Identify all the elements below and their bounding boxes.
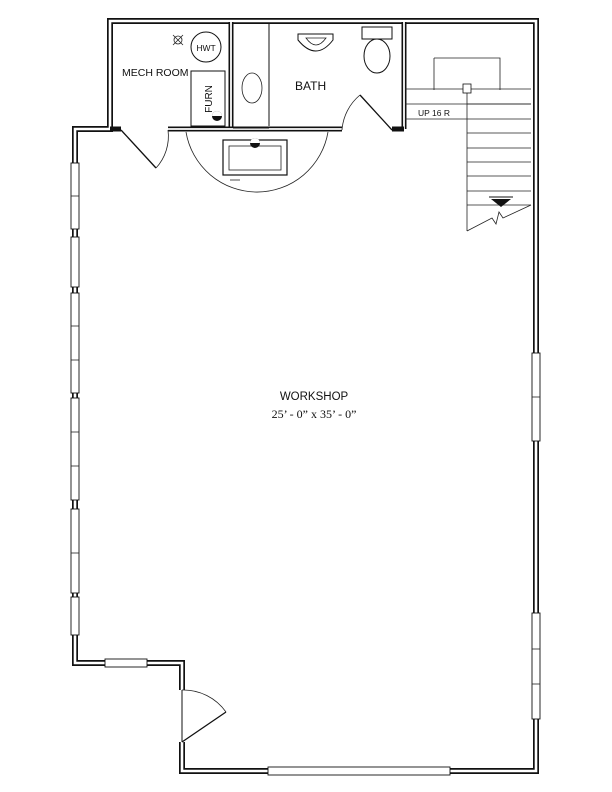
water-heater-icon — [190, 31, 222, 63]
mech-fixtures — [172, 31, 226, 127]
mech-door — [120, 129, 169, 169]
toilet-icon — [361, 26, 393, 74]
stair-label: UP 16 R — [418, 108, 450, 118]
water-heater-label: HWT — [196, 43, 215, 53]
stair-direction-arrow-icon — [491, 199, 511, 207]
south-openings — [104, 658, 451, 776]
sink-clearance — [185, 131, 329, 193]
sink-icon — [297, 33, 334, 52]
interior-walls — [110, 22, 407, 132]
furnace-label: FURN — [204, 85, 215, 113]
bath-label: BATH — [295, 79, 326, 93]
mech-room-label: MECH ROOM — [122, 67, 189, 79]
bath-door — [341, 94, 393, 131]
east-windows — [531, 352, 541, 720]
bath-fixtures — [241, 26, 393, 104]
workshop-label: WORKSHOP — [280, 391, 349, 403]
shower-drain-icon — [241, 72, 263, 104]
workshop-dimensions: 25’ - 0” x 35’ - 0” — [272, 407, 357, 421]
stairs[interactable] — [405, 57, 532, 232]
entry-door — [179, 689, 227, 743]
floor-drain-icon — [172, 34, 184, 46]
west-windows — [70, 162, 80, 636]
